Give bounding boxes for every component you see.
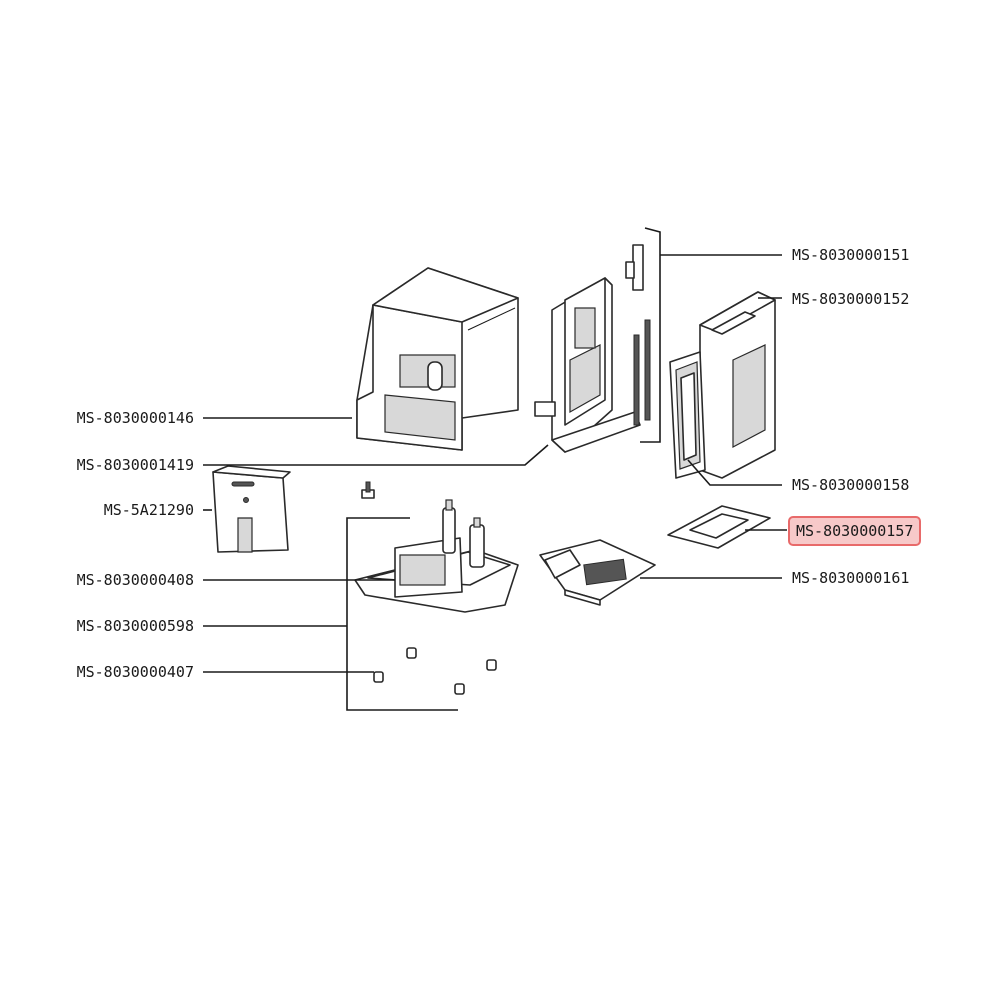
part-label-5a21290[interactable]: MS-5A21290: [103, 501, 194, 519]
door-panel-part[interactable]: [699, 291, 776, 479]
main-housing-part[interactable]: [356, 267, 519, 451]
connector-part[interactable]: [361, 481, 375, 499]
water-tank-part[interactable]: [212, 465, 291, 553]
part-label-8030000161[interactable]: MS-8030000161: [792, 569, 910, 587]
part-label-8030000408[interactable]: MS-8030000408: [76, 571, 194, 589]
leader-lines: [203, 227, 787, 711]
feet-part[interactable]: [373, 647, 497, 695]
part-label-8030000151[interactable]: MS-8030000151: [792, 246, 910, 264]
part-label-8030000152[interactable]: MS-8030000152: [792, 290, 910, 308]
tray-grid-part[interactable]: [667, 505, 771, 549]
clip-set-part[interactable]: [625, 244, 651, 426]
base-assembly-part[interactable]: [354, 499, 519, 613]
side-frame-part[interactable]: [534, 277, 641, 453]
part-label-8030000407[interactable]: MS-8030000407: [76, 663, 194, 681]
part-label-8030000158[interactable]: MS-8030000158: [792, 476, 910, 494]
part-label-8030000146[interactable]: MS-8030000146: [76, 409, 194, 427]
part-label-8030000598[interactable]: MS-8030000598: [76, 617, 194, 635]
drip-tray-part[interactable]: [539, 539, 656, 606]
part-label-8030000157-highlighted[interactable]: MS-8030000157: [788, 516, 922, 546]
door-seal-part[interactable]: [669, 351, 706, 479]
part-label-8030001419[interactable]: MS-8030001419: [76, 456, 194, 474]
